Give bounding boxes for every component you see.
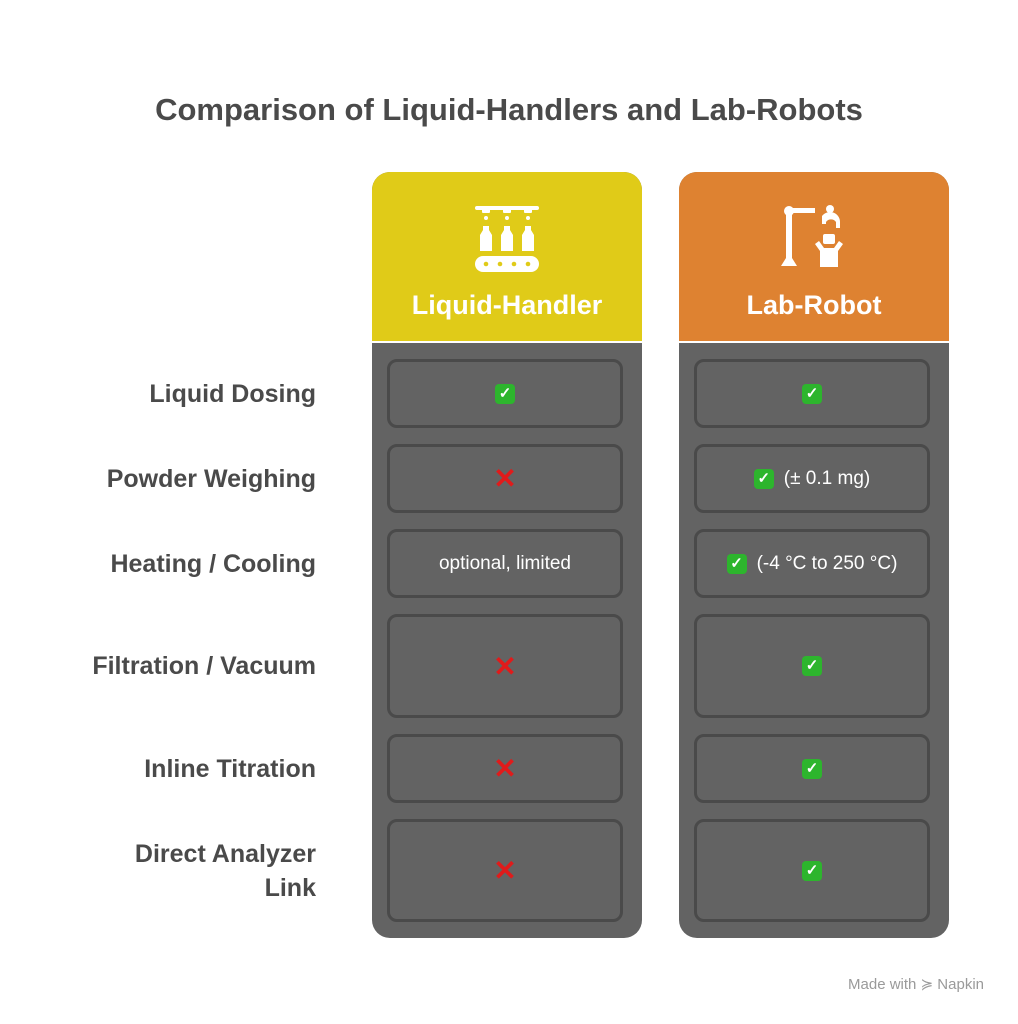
comparison-cell: ✓ [387, 359, 623, 428]
check-icon: ✓ [495, 383, 515, 404]
check-icon: ✓ [802, 860, 822, 881]
cell-text: optional, limited [438, 552, 572, 574]
row-label: Liquid Dosing [149, 379, 316, 408]
comparison-cell: optional, limited [387, 529, 623, 598]
cross-icon: ✕ [493, 753, 517, 784]
comparison-cell: ✕ [387, 614, 623, 718]
check-icon: ✓ [802, 656, 822, 676]
comparison-cell: ✕ [387, 819, 623, 922]
check-icon: ✓ [753, 468, 774, 489]
robot-arm-icon [781, 205, 843, 267]
comparison-cell: ✓ [694, 819, 930, 922]
comparison-cell: ✓ (± 0.1 mg) [694, 444, 930, 513]
column-title: Liquid-Handler [411, 290, 603, 320]
lab-robot-column: Lab-Robot ✓ ✓ (± 0.1 mg) ✓ (-4 °C to 250 °C)… [679, 172, 949, 938]
row-label: Heating / Cooling [110, 549, 316, 578]
comparison-cell: ✕ [387, 444, 623, 513]
bottling-conveyor-icon [475, 206, 539, 272]
column-title: Lab-Robot [746, 290, 882, 320]
comparison-cell: ✓ [694, 359, 930, 428]
column-header: Liquid-Handler [372, 172, 642, 343]
comparison-cell: ✕ [387, 734, 623, 803]
check-icon: ✓ [726, 553, 747, 574]
comparison-cell: ✓ [694, 614, 930, 718]
napkin-footer: Made with ≽ Napkin [848, 976, 984, 993]
row-label: Direct Analyzer Link [134, 839, 316, 902]
comparison-cell: ✓ (-4 °C to 250 °C) [694, 529, 930, 598]
check-icon: ✓ [802, 758, 822, 779]
check-icon: ✓ [802, 383, 822, 404]
comparison-cell: ✓ [694, 734, 930, 803]
cross-icon: ✕ [493, 650, 517, 682]
row-label: Filtration / Vacuum [92, 652, 316, 680]
column-header: Lab-Robot [679, 172, 949, 343]
row-label: Powder Weighing [106, 464, 316, 493]
row-label: Inline Titration [144, 754, 316, 783]
cell-text: (-4 °C to 250 °C) [756, 552, 898, 574]
cross-icon: ✕ [493, 463, 517, 494]
diagram-title: Comparison of Liquid-Handlers and Lab-Ro… [155, 92, 863, 127]
liquid-handler-column: Liquid-Handler ✓ ✕ optional, limited ✕ ✕ ✕ [372, 172, 642, 938]
cross-icon: ✕ [493, 855, 517, 886]
cell-text: (± 0.1 mg) [783, 467, 871, 489]
